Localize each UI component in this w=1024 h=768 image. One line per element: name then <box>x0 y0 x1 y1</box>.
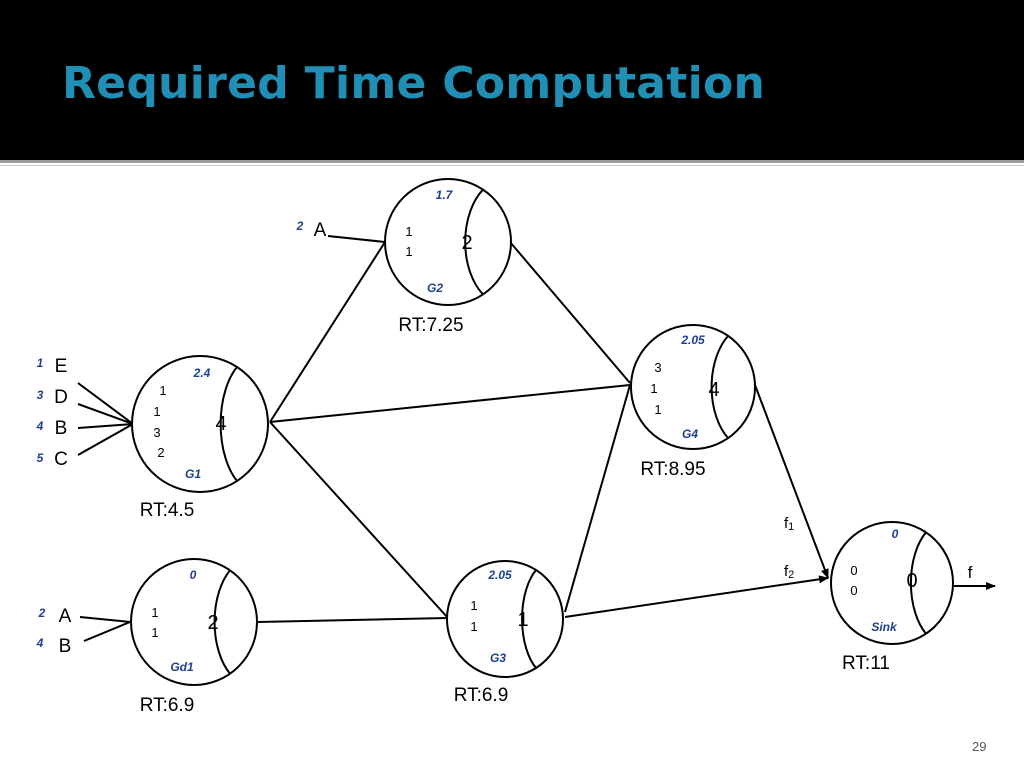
gate-g4-top-value: 2.05 <box>680 333 705 347</box>
gate-g4-delay: 4 <box>708 379 719 401</box>
gate-g1-pin-3: 3 <box>153 425 160 440</box>
gate-gd1-divider <box>213 569 231 675</box>
gate-g2-top-value: 1.7 <box>436 188 454 202</box>
gate-gd1-pin-1: 1 <box>151 605 158 620</box>
title-divider-thin <box>0 165 1024 166</box>
gate-g3-pin-1: 1 <box>470 598 477 613</box>
title-divider <box>0 160 1024 163</box>
gate-gd1-delay: 2 <box>207 612 218 634</box>
gate-gd1-top-value: 0 <box>190 568 197 582</box>
wire-b-to-g1 <box>77 423 134 429</box>
input-a-g2-label: A <box>314 220 327 241</box>
gate-g2-name: G2 <box>427 281 443 295</box>
gate-g1-pin-1: 1 <box>159 383 166 398</box>
output-f-label: f <box>968 563 973 582</box>
gate-g1-required-time: RT:4.5 <box>140 500 195 521</box>
input-b-label: B <box>55 418 68 439</box>
gate-g3-circle <box>446 560 564 678</box>
gate-g4-divider <box>710 335 729 439</box>
gate-g4-pin-3: 1 <box>654 402 661 417</box>
gate-sink-pin-1: 0 <box>850 563 857 578</box>
gate-g1-pin-4: 2 <box>157 445 164 460</box>
gate-g2-required-time: RT:7.25 <box>398 315 463 336</box>
input-a-gd1-label: A <box>59 606 72 627</box>
wire-b-to-gd1 <box>83 621 131 642</box>
wire-f1-label: f1 <box>784 515 794 533</box>
wire-g1-to-g3 <box>269 421 449 619</box>
gate-g3-pin-2: 1 <box>470 619 477 634</box>
gate-g3-delay: 1 <box>517 609 528 631</box>
input-d-label: D <box>54 387 68 408</box>
wire-gd1-to-g3 <box>257 617 449 623</box>
gate-g3-name: G3 <box>490 651 506 665</box>
gate-g1-circle <box>131 355 269 493</box>
gate-g4-required-time: RT:8.95 <box>640 459 705 480</box>
gate-g4: 2.05 3 1 1 4 G4 <box>630 324 756 450</box>
gate-g4-circle <box>630 324 756 450</box>
gate-g2-pin-2: 1 <box>405 244 412 259</box>
gate-g4-pin-2: 1 <box>650 381 657 396</box>
gate-g1-pin-2: 1 <box>153 404 160 419</box>
wire-a-to-g2 <box>327 235 386 243</box>
gate-g1-top-value: 2.4 <box>193 366 211 380</box>
input-c-label: C <box>54 449 68 470</box>
gate-gd1-required-time: RT:6.9 <box>140 695 195 716</box>
gate-g4-pin-1: 3 <box>654 360 661 375</box>
gate-g3-top-value: 2.05 <box>487 568 512 582</box>
input-d-value: 3 <box>37 388 44 402</box>
gate-sink-circle <box>830 521 954 645</box>
slide-title: Required Time Computation <box>62 58 766 109</box>
wire-c-to-g1 <box>77 423 134 456</box>
gate-gd1-name: Gd1 <box>170 660 194 674</box>
title-bar: Required Time Computation <box>0 0 1024 160</box>
gate-sink: 0 0 0 0 Sink <box>830 521 954 645</box>
input-b-value: 4 <box>36 419 44 433</box>
wire-d-to-g1 <box>77 403 134 425</box>
gate-g2: 1.7 1 1 2 G2 <box>384 178 512 306</box>
input-b-gd1-label: B <box>59 636 72 657</box>
wire-g3-to-g4 <box>564 384 631 613</box>
wire-labels: f1 f2 f <box>784 515 973 582</box>
gate-g1-name: G1 <box>185 467 201 481</box>
gate-sink-required-time: RT:11 <box>842 653 890 674</box>
wires <box>77 235 996 642</box>
wire-g2-to-g4 <box>509 241 631 384</box>
input-e-label: E <box>55 356 68 377</box>
input-a-g2-value: 2 <box>296 219 304 233</box>
input-e-value: 1 <box>37 356 44 370</box>
gate-gd1: 0 1 1 2 Gd1 <box>130 558 258 686</box>
page-number: 29 <box>972 739 987 754</box>
gate-gd1-circle <box>130 558 258 686</box>
wire-f1 <box>754 384 829 579</box>
gate-g3-divider <box>521 569 537 669</box>
gate-g2-pin-1: 1 <box>405 224 412 239</box>
gate-g2-circle <box>384 178 512 306</box>
input-labels: 2 A 1 E 3 D 4 B 5 C 2 A 4 B <box>36 219 327 657</box>
gate-g4-name: G4 <box>682 427 698 441</box>
wire-f2 <box>564 575 829 618</box>
input-c-value: 5 <box>37 451 44 465</box>
gate-sink-top-value: 0 <box>892 527 899 541</box>
gate-g2-divider <box>464 188 484 296</box>
gate-g2-delay: 2 <box>461 232 472 254</box>
gate-g3-required-time: RT:6.9 <box>454 685 509 706</box>
gate-g1-divider <box>219 366 238 482</box>
wire-g1-to-g4 <box>269 384 631 423</box>
gate-gd1-pin-2: 1 <box>151 625 158 640</box>
input-a-gd1-value: 2 <box>38 606 46 620</box>
gate-sink-delay: 0 <box>906 570 917 592</box>
wire-a-to-gd1 <box>79 616 131 623</box>
gate-sink-pin-2: 0 <box>850 583 857 598</box>
wire-f2-label: f2 <box>784 563 794 581</box>
gate-g1-delay: 4 <box>215 413 226 435</box>
gate-g1: 2.4 1 1 3 2 4 G1 <box>131 355 269 493</box>
gate-sink-divider <box>909 531 927 635</box>
wire-g1-to-g2 <box>269 241 386 423</box>
gate-sink-name: Sink <box>871 620 898 634</box>
gate-g3: 2.05 1 1 1 G3 <box>446 560 564 678</box>
wire-e-to-g1 <box>77 382 134 425</box>
input-b-gd1-value: 4 <box>36 636 44 650</box>
